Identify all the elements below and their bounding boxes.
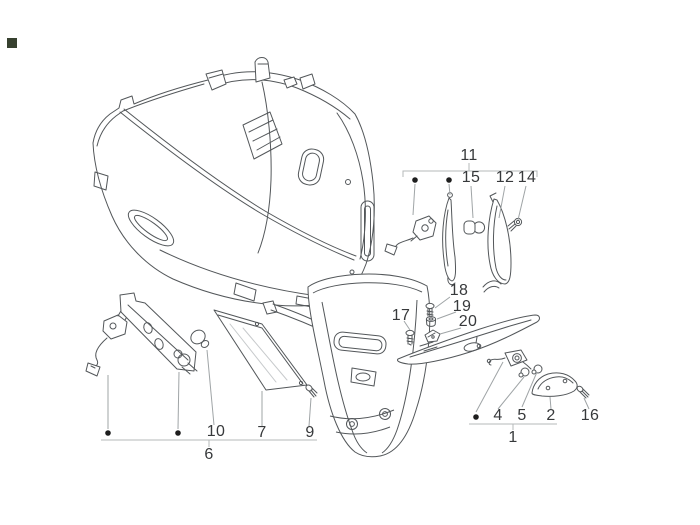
leader-dot <box>473 414 479 420</box>
tail-trim-group-art <box>397 302 590 399</box>
callout-10: 10 <box>206 423 226 440</box>
callout-14: 14 <box>517 169 537 186</box>
rear-body-panels-art <box>92 57 375 308</box>
callout-6: 6 <box>204 446 214 463</box>
leader-dot <box>446 177 452 183</box>
leader-dot <box>175 430 181 436</box>
group-brackets <box>101 163 557 447</box>
callout-11: 11 <box>460 147 478 164</box>
callout-18: 18 <box>449 282 469 299</box>
corner-artifact-marker <box>7 38 17 48</box>
rear-fender-art <box>307 273 431 458</box>
bracket-group-1 <box>469 423 557 430</box>
callout-1: 1 <box>508 429 518 446</box>
callout-19: 19 <box>452 298 472 315</box>
callout-20: 20 <box>458 313 478 330</box>
turn-signal-group-art <box>384 192 523 286</box>
bracket-group-6 <box>101 439 317 447</box>
leader-lines <box>107 183 590 430</box>
callout-4: 4 <box>493 407 503 424</box>
leader-dot <box>105 430 111 436</box>
callout-17: 17 <box>391 307 411 324</box>
callout-9: 9 <box>305 424 315 441</box>
bracket-group-11 <box>402 163 538 177</box>
callout-16: 16 <box>580 407 600 424</box>
plate-holder-group-art <box>85 292 318 398</box>
callout-15: 15 <box>461 169 481 186</box>
callout-7: 7 <box>257 424 267 441</box>
leader-dot <box>412 177 418 183</box>
callout-12: 12 <box>495 169 515 186</box>
leader-dots <box>105 177 479 436</box>
callout-2: 2 <box>546 407 556 424</box>
callout-5: 5 <box>517 407 527 424</box>
